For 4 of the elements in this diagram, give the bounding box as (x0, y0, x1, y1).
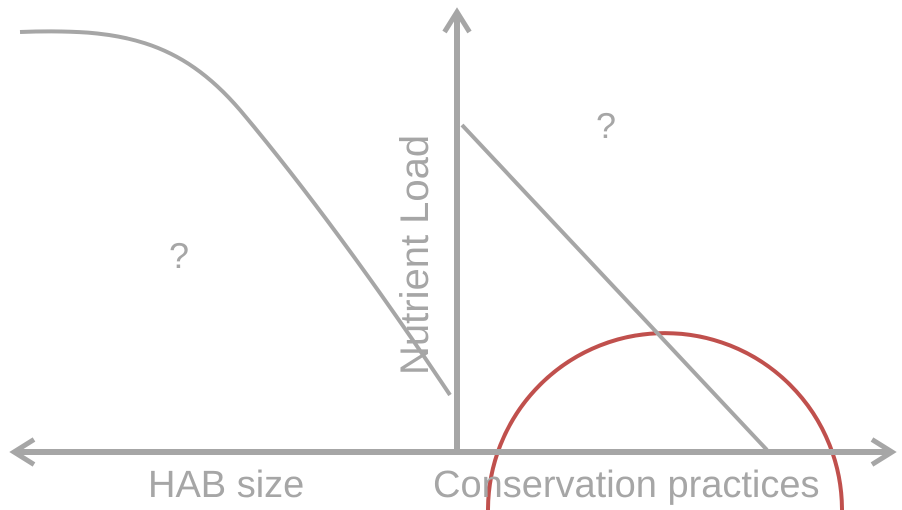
axis-label: HAB size (148, 466, 304, 504)
question-mark: ? (596, 108, 616, 144)
axis-title: Nutrient Load (395, 134, 435, 375)
question-mark: ? (169, 238, 190, 274)
